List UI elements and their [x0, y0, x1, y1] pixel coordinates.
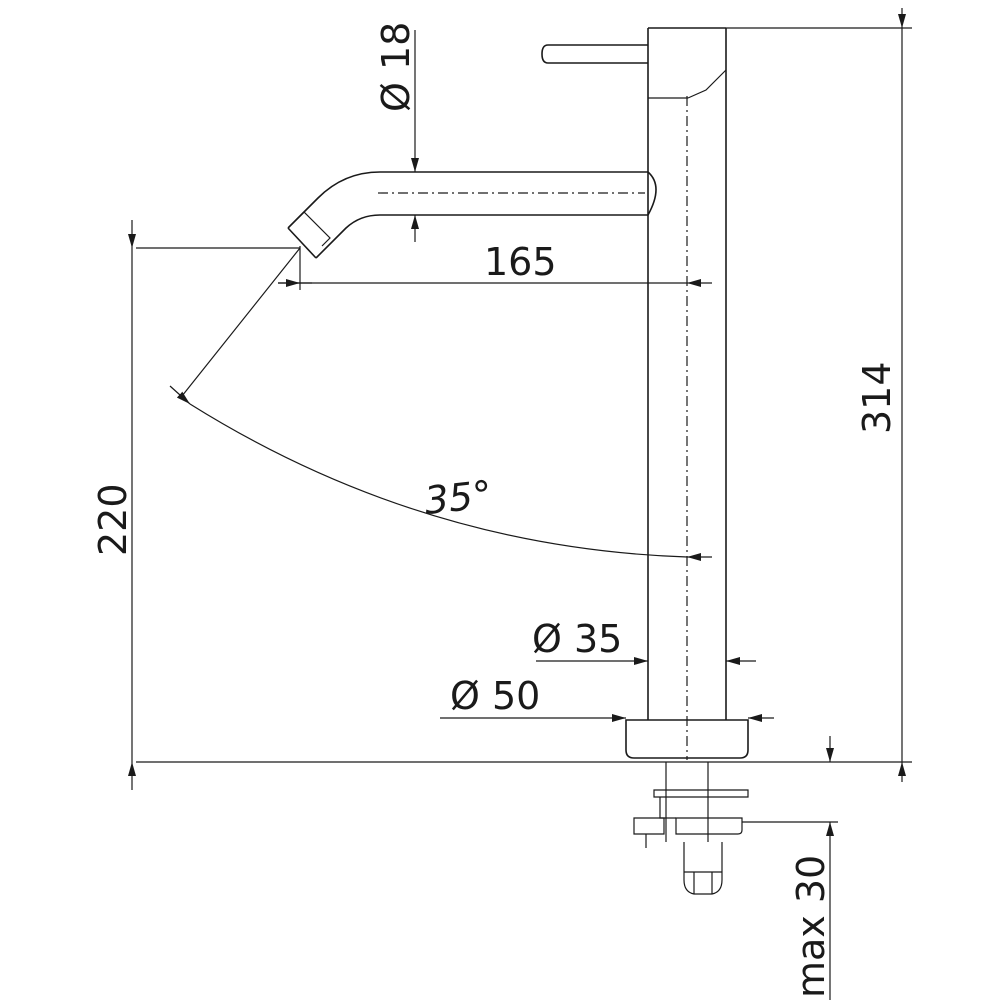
hose-connector: [683, 842, 723, 895]
aerator-face: [287, 227, 317, 259]
lever-handle: [541, 44, 648, 64]
label-body-diameter: Ø 35: [532, 617, 622, 661]
faucet-outline: [287, 27, 749, 895]
label-max-deck-thickness: max 30: [789, 855, 833, 998]
fixing-stud: [633, 817, 665, 835]
label-base-diameter: Ø 50: [450, 674, 540, 718]
aerator-ring: [295, 211, 331, 247]
fixing-plate: [653, 789, 749, 798]
label-total-height: 314: [855, 361, 899, 434]
label-spout-height: 220: [91, 483, 135, 556]
fixing-nut: [675, 817, 743, 835]
swivel-ray: [181, 247, 301, 397]
dimension-labels: Ø 18 165 314 220 35° Ø 35 Ø 50 max 30: [91, 22, 899, 998]
dimension-lines: [128, 8, 912, 1000]
cap-bevel: [687, 69, 727, 99]
base-collar: [625, 719, 749, 759]
label-spout-diameter: Ø 18: [374, 22, 418, 112]
spout-bottom-edge: [315, 214, 648, 259]
swivel-arc: [189, 403, 688, 558]
spout-top-edge: [287, 171, 648, 229]
label-spout-reach: 165: [484, 240, 557, 284]
spout-joint: [647, 171, 657, 216]
swivel-arrow-left: [169, 385, 191, 405]
label-swivel-angle: 35°: [422, 472, 494, 523]
fixing-bracket: [659, 797, 676, 819]
